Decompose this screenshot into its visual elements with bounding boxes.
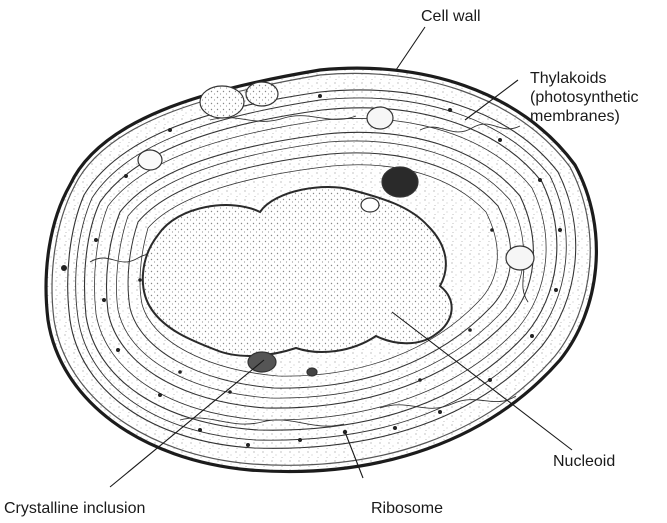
label-thylakoids-line2: (photosynthetic (530, 88, 639, 107)
leader-cell-wall (396, 27, 425, 70)
label-thylakoids-line1: Thylakoids (530, 69, 639, 88)
label-thylakoids-line3: membranes) (530, 107, 639, 126)
label-cell-wall: Cell wall (421, 7, 481, 26)
nucleoid (143, 187, 452, 356)
label-crystalline-inclusion: Crystalline inclusion (4, 499, 145, 518)
label-thylakoids: Thylakoids (photosynthetic membranes) (530, 69, 639, 126)
label-ribosome: Ribosome (371, 499, 443, 518)
label-nucleoid: Nucleoid (553, 452, 615, 471)
